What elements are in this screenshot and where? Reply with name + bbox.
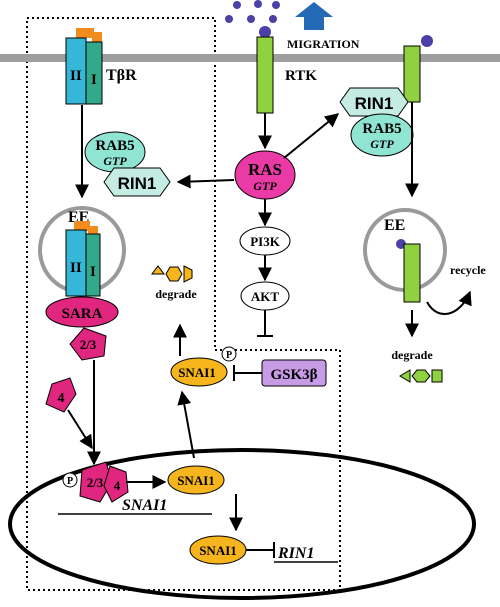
rab5-left-label: RAB5 bbox=[95, 138, 134, 154]
degraded-fragments-green bbox=[399, 369, 443, 383]
svg-text:P: P bbox=[67, 476, 73, 487]
degrade-top-label: degrade bbox=[155, 287, 197, 301]
svg-text:I: I bbox=[91, 72, 97, 88]
snai1-nucleus-label: SNAI1 bbox=[177, 473, 215, 488]
svg-text:I: I bbox=[90, 264, 96, 280]
arrow-snai1-nuc-to-cyto bbox=[177, 390, 195, 459]
smad4-nucleus-label: 4 bbox=[114, 478, 121, 493]
ras-gtp-label: GTP bbox=[253, 179, 277, 193]
arrow-ras-to-rin1-right bbox=[283, 113, 340, 159]
nucleus bbox=[8, 448, 476, 600]
plasma-membrane bbox=[0, 54, 500, 62]
smad23-top bbox=[69, 327, 107, 361]
rab5-right-label: RAB5 bbox=[362, 121, 401, 137]
snai1-cytoplasm-label: SNAI1 bbox=[178, 365, 216, 380]
tgfb-receptor: II I bbox=[65, 28, 103, 105]
rin1-gene-label: RIN1 bbox=[277, 545, 314, 562]
smad23-nucleus-label: 2/3 bbox=[87, 475, 104, 490]
tbr-label: TβR bbox=[106, 67, 137, 84]
dotted-compartment-outline bbox=[26, 17, 341, 591]
rtk-label: RTK bbox=[285, 68, 317, 84]
snai1-gene-label: SNAI1 bbox=[122, 497, 167, 514]
smad4-free-label: 4 bbox=[58, 391, 65, 406]
svg-text:II: II bbox=[70, 260, 82, 276]
snai1-nucleus bbox=[167, 465, 225, 495]
svg-text:II: II bbox=[70, 68, 82, 84]
akt-label: AKT bbox=[251, 289, 280, 304]
phospho-cytoplasm-icon bbox=[221, 346, 237, 362]
rin1-left-label: RIN1 bbox=[118, 174, 157, 193]
arrow-ras-to-rin1-left bbox=[176, 174, 235, 189]
sara-label: SARA bbox=[62, 306, 103, 322]
ligand-dots bbox=[225, 0, 280, 23]
tbr-in-endosome: II I bbox=[65, 221, 101, 297]
recycle-arrow bbox=[426, 290, 472, 315]
degraded-fragments-yellow bbox=[151, 265, 193, 283]
gtp-right-label: GTP bbox=[370, 137, 394, 151]
gtp-left-label: GTP bbox=[103, 154, 127, 168]
smad4-free bbox=[45, 377, 77, 413]
rtk-in-endosome bbox=[403, 243, 421, 303]
migration-label: MIGRATION bbox=[287, 37, 360, 51]
svg-text:P: P bbox=[226, 350, 232, 361]
smad23-nucleus bbox=[79, 461, 113, 503]
degrade-right-label: degrade bbox=[391, 348, 433, 362]
smad23-top-label: 2/3 bbox=[80, 337, 97, 352]
pi3k-label: PI3K bbox=[250, 234, 281, 249]
rin1-right bbox=[339, 87, 409, 117]
smad4-nucleus bbox=[103, 465, 129, 503]
rtk-receptor-right bbox=[403, 35, 433, 103]
recycle-label: recycle bbox=[450, 263, 486, 277]
phospho-nucleus-icon bbox=[62, 472, 78, 488]
arrow-smad4-to-nucleus bbox=[67, 409, 93, 450]
snai1-cytoplasm bbox=[170, 357, 228, 387]
snai1-nucleus-2-label: SNAI1 bbox=[199, 543, 237, 558]
rin1-right-label: RIN1 bbox=[355, 94, 394, 113]
ras-label: RAS bbox=[248, 160, 282, 179]
ee-right-label: EE bbox=[384, 217, 405, 234]
migration-arrow-icon bbox=[295, 2, 333, 30]
rtk-receptor bbox=[256, 26, 274, 114]
sara bbox=[45, 296, 119, 328]
gsk3b-label: GSK3β bbox=[270, 367, 317, 383]
rin1-left bbox=[103, 167, 171, 197]
